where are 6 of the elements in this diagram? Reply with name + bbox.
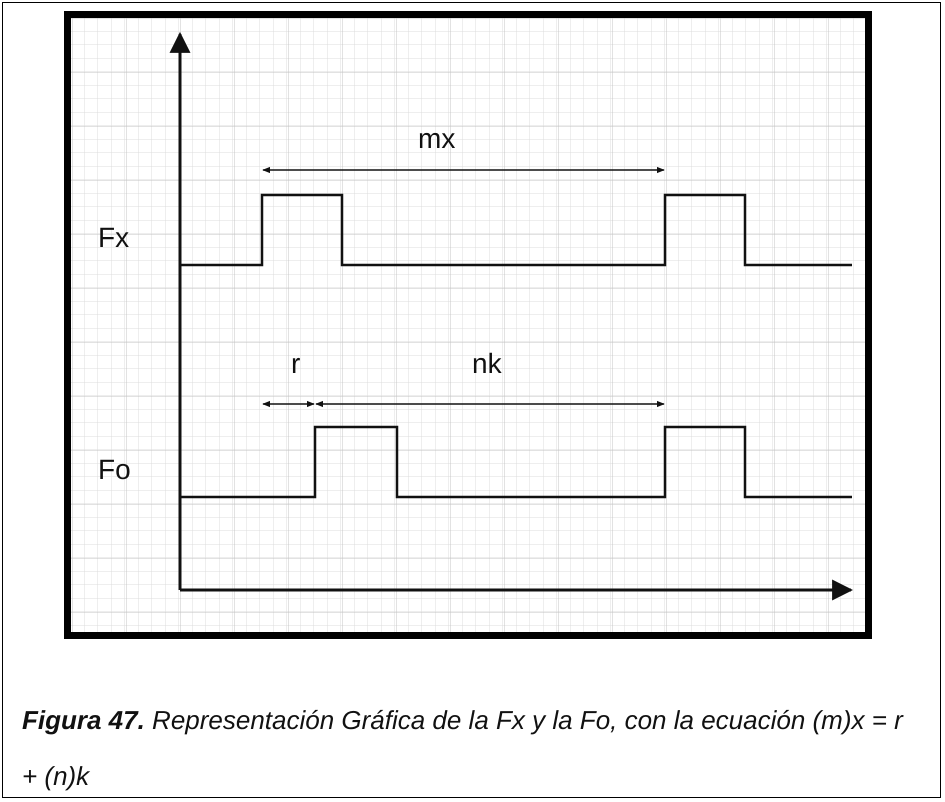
dimension-label: mx (418, 123, 456, 155)
signal-label: Fo (98, 454, 131, 486)
dimension-label: nk (472, 348, 502, 380)
dimension-label: r (291, 348, 300, 380)
signal-label: Fx (98, 222, 130, 254)
figure-caption: Figura 47. Representación Gráfica de la Fx y la Fo, con la ecuación (m)x = r + (n)k (22, 704, 904, 793)
